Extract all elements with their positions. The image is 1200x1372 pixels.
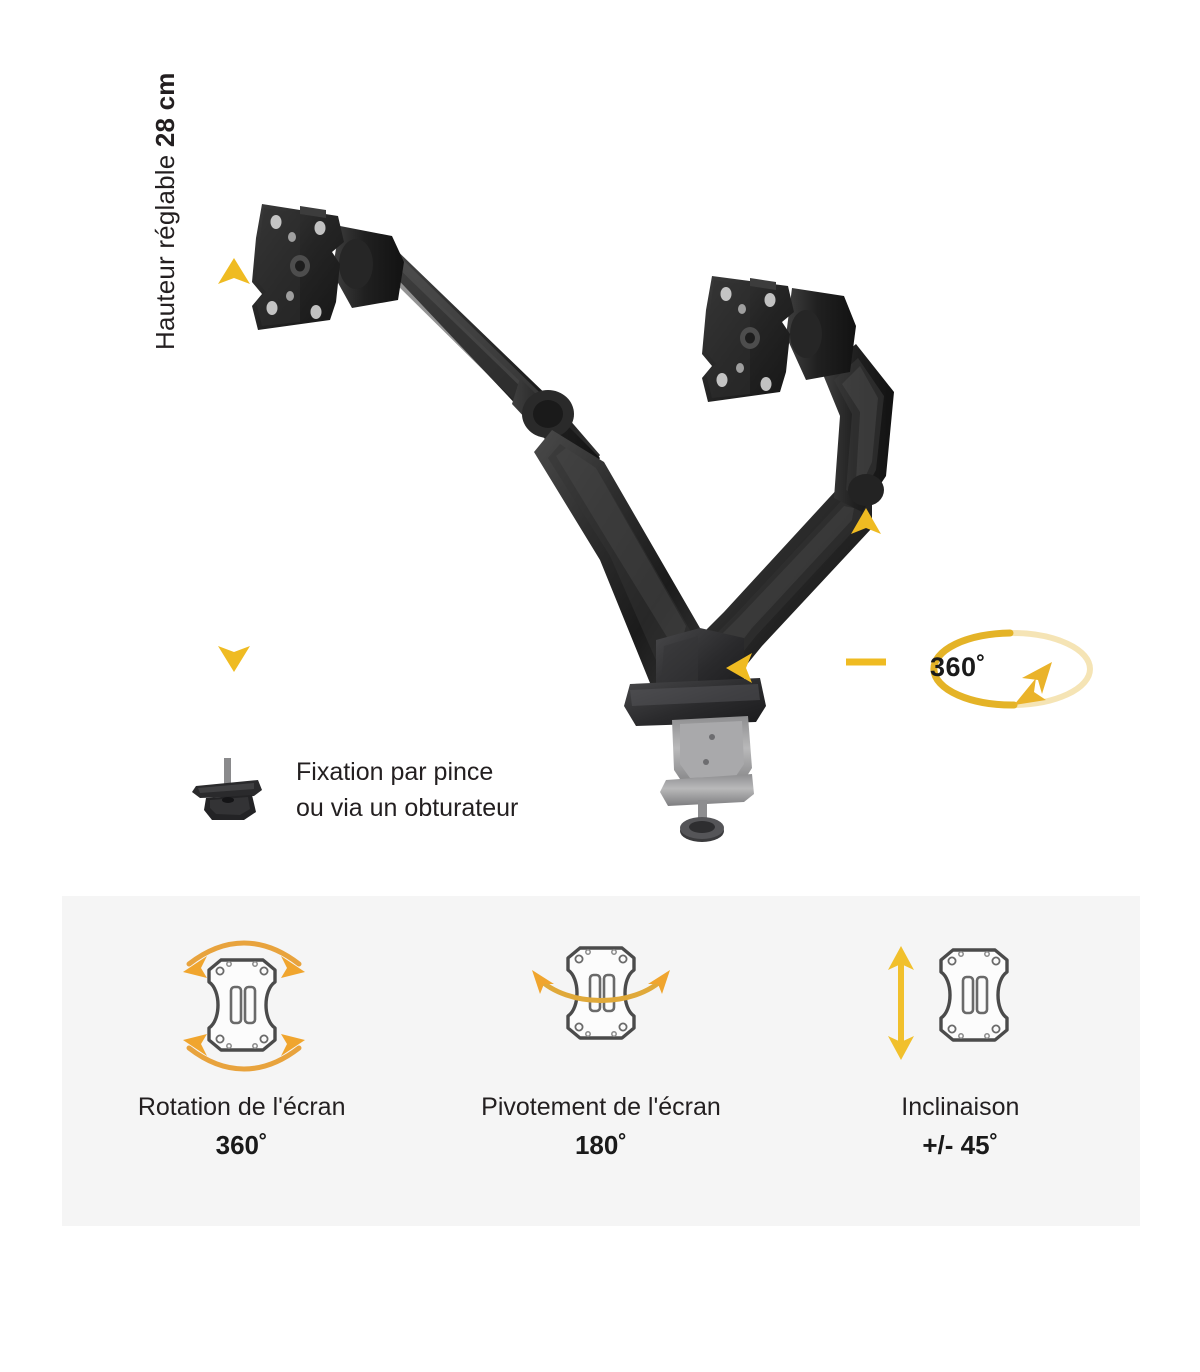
height-adjust-label: Hauteur réglable 28 cm (150, 0, 181, 350)
feature-screen-rotation-value: 360˚ (215, 1130, 268, 1161)
feature-screen-swivel: Pivotement de l'écran 180˚ (421, 896, 780, 1161)
vesa-plate-swivel-icon (421, 930, 780, 1080)
clamp-mount-caption: Fixation par pince ou via un obturateur (296, 755, 696, 826)
monitor-arm-product-illustration (192, 204, 1093, 842)
height-adjust-value: 28 cm (150, 72, 180, 148)
height-adjust-arrow (218, 258, 250, 672)
vesa-plate-rotation-icon (62, 930, 421, 1080)
left-monitor-arm-assembly (252, 204, 700, 690)
feature-screen-tilt-label: Inclinaison (901, 1093, 1020, 1121)
right-arm-height-arrow (846, 508, 886, 666)
desk-clamp-base (624, 628, 766, 842)
clamp-mount-caption-line2: ou via un obturateur (296, 793, 519, 822)
feature-screen-swivel-label: Pivotement de l'écran (481, 1093, 721, 1121)
base-rotation-arrow (726, 653, 866, 683)
left-vesa-plate (252, 204, 344, 330)
vesa-plate-tilt-icon (781, 930, 1140, 1080)
right-vesa-plate (702, 276, 794, 402)
right-monitor-arm-assembly (696, 276, 894, 690)
hero-illustration: Hauteur réglable 28 cm Fixation par pinc… (150, 0, 1093, 842)
feature-screen-rotation: Rotation de l'écran 360˚ (62, 896, 421, 1161)
left-tilt-head (332, 226, 404, 308)
clamp-mount-caption-line1: Fixation par pince (296, 758, 494, 786)
height-adjust-label-prefix: Hauteur réglable (150, 147, 180, 350)
feature-screen-rotation-label: Rotation de l'écran (137, 1093, 346, 1121)
right-upper-arm (822, 344, 894, 512)
feature-screen-tilt-value: +/- 45˚ (922, 1130, 999, 1161)
rotation-360-badge-icon (930, 629, 1093, 709)
feature-panel: Rotation de l'écran 360˚ (62, 896, 1140, 1226)
feature-screen-swivel-value: 180˚ (574, 1130, 628, 1161)
rotation-360-badge-value: 360˚ (930, 652, 987, 682)
grommet-mount-icon (192, 758, 262, 820)
left-lower-arm (534, 430, 700, 690)
right-tilt-head (786, 288, 856, 380)
feature-screen-tilt: Inclinaison +/- 45˚ (781, 896, 1140, 1161)
